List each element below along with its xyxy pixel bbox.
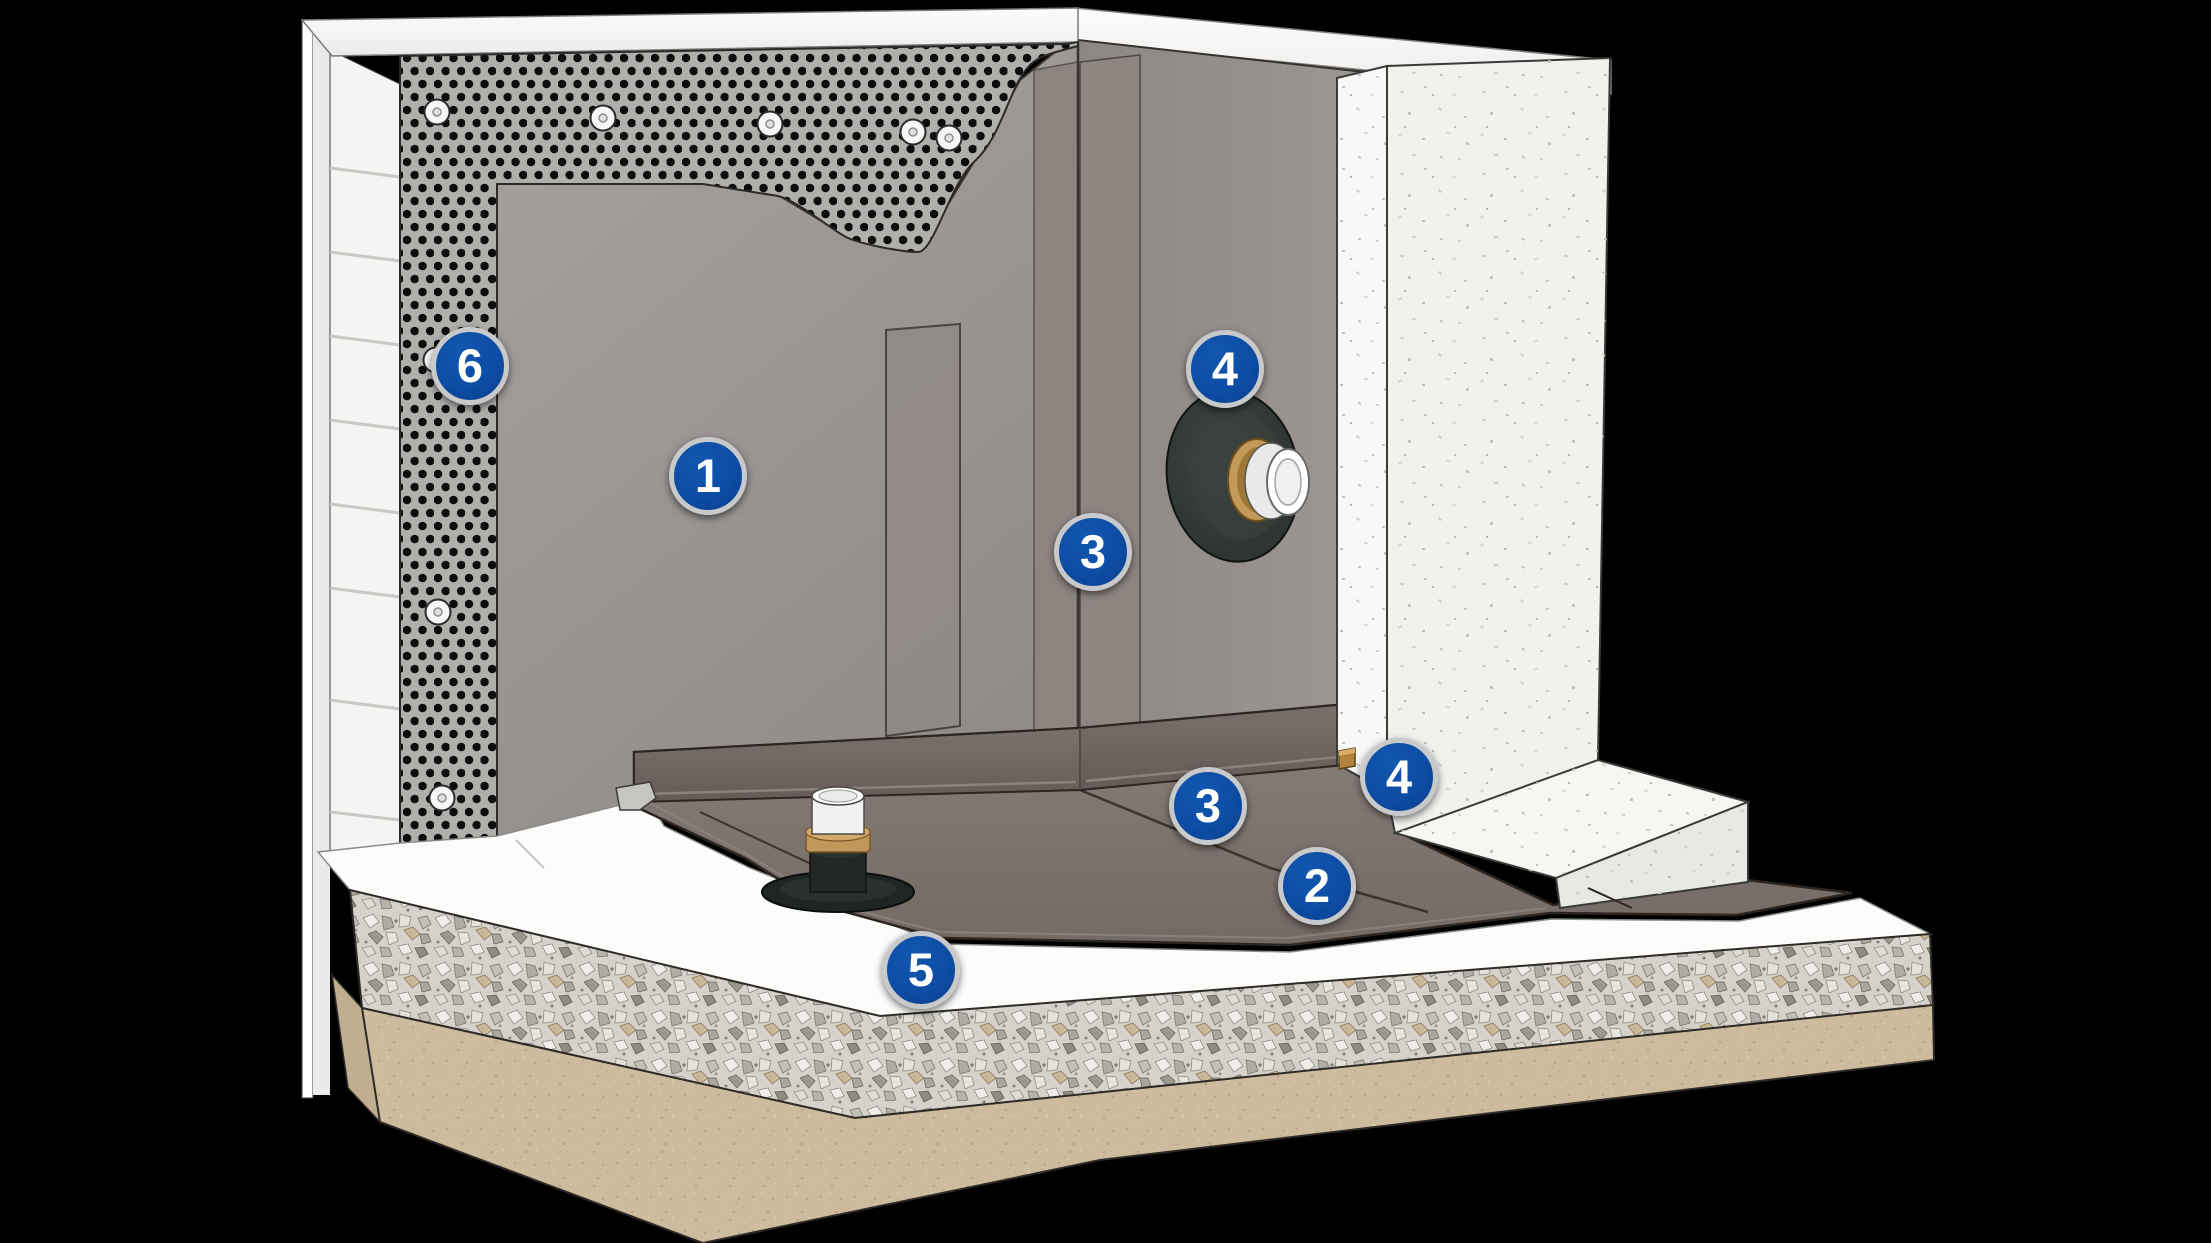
marker-3-wall-label: 3 bbox=[1079, 524, 1107, 578]
underlayment-seam bbox=[515, 839, 545, 869]
washer-icon bbox=[935, 124, 963, 152]
washer-icon bbox=[756, 110, 784, 138]
membrane-patch-strip bbox=[885, 322, 961, 738]
washer-icon bbox=[589, 104, 617, 132]
marker-5-underlayment-label: 5 bbox=[907, 942, 935, 996]
floor-pipe-opening bbox=[818, 789, 858, 803]
marker-5-underlayment[interactable]: 5 bbox=[882, 931, 960, 1009]
marker-4-footing[interactable]: 4 bbox=[1360, 738, 1438, 816]
marker-4-pipe[interactable]: 4 bbox=[1186, 330, 1264, 408]
marker-4-footing-label: 4 bbox=[1385, 749, 1413, 803]
floor-sheet-seam bbox=[1079, 788, 1429, 914]
membrane-fold-line bbox=[1587, 887, 1633, 909]
wall-pipe-seal bbox=[1165, 389, 1310, 563]
corner-seam-tape-left bbox=[1033, 61, 1079, 735]
termination-bar-highlight bbox=[1339, 748, 1355, 756]
wall-pipe-opening bbox=[1274, 458, 1302, 506]
washer-icon bbox=[423, 98, 451, 126]
marker-3-base[interactable]: 3 bbox=[1169, 767, 1247, 845]
siding-board-lines bbox=[329, 166, 401, 822]
washer-icon bbox=[899, 118, 927, 146]
marker-2-floor-label: 2 bbox=[1303, 858, 1331, 912]
marker-1-label: 1 bbox=[694, 448, 722, 502]
sand-layer bbox=[360, 1003, 1936, 1243]
base-layers bbox=[330, 888, 1936, 1243]
membrane-edge-lip bbox=[647, 801, 1547, 940]
concrete-texture bbox=[1395, 760, 1748, 878]
dimple-drainage-mat bbox=[399, 40, 1079, 848]
floor-pipe-boot bbox=[761, 786, 915, 913]
concrete-texture bbox=[1556, 802, 1748, 908]
marker-2-floor[interactable]: 2 bbox=[1278, 847, 1356, 925]
washer-icon bbox=[428, 784, 456, 812]
corner-seam-tape-right bbox=[1079, 54, 1141, 729]
cove-highlight bbox=[641, 780, 1077, 796]
wall-sheathing-edge bbox=[301, 19, 314, 1099]
concrete-texture bbox=[1387, 58, 1610, 833]
washer-icon bbox=[424, 598, 452, 626]
marker-1[interactable]: 1 bbox=[669, 437, 747, 515]
marker-3-wall[interactable]: 3 bbox=[1054, 513, 1132, 591]
marker-4-pipe-label: 4 bbox=[1211, 341, 1239, 395]
concrete-wall bbox=[1336, 56, 1752, 910]
drip-edge-flashing bbox=[615, 781, 657, 811]
marker-6-label: 6 bbox=[456, 338, 484, 392]
marker-6[interactable]: 6 bbox=[431, 327, 509, 405]
marker-3-base-label: 3 bbox=[1194, 778, 1222, 832]
concrete-texture bbox=[1337, 66, 1387, 792]
wall-sheathing-edge-shade bbox=[313, 20, 330, 1095]
left-wall bbox=[300, 7, 1080, 1099]
